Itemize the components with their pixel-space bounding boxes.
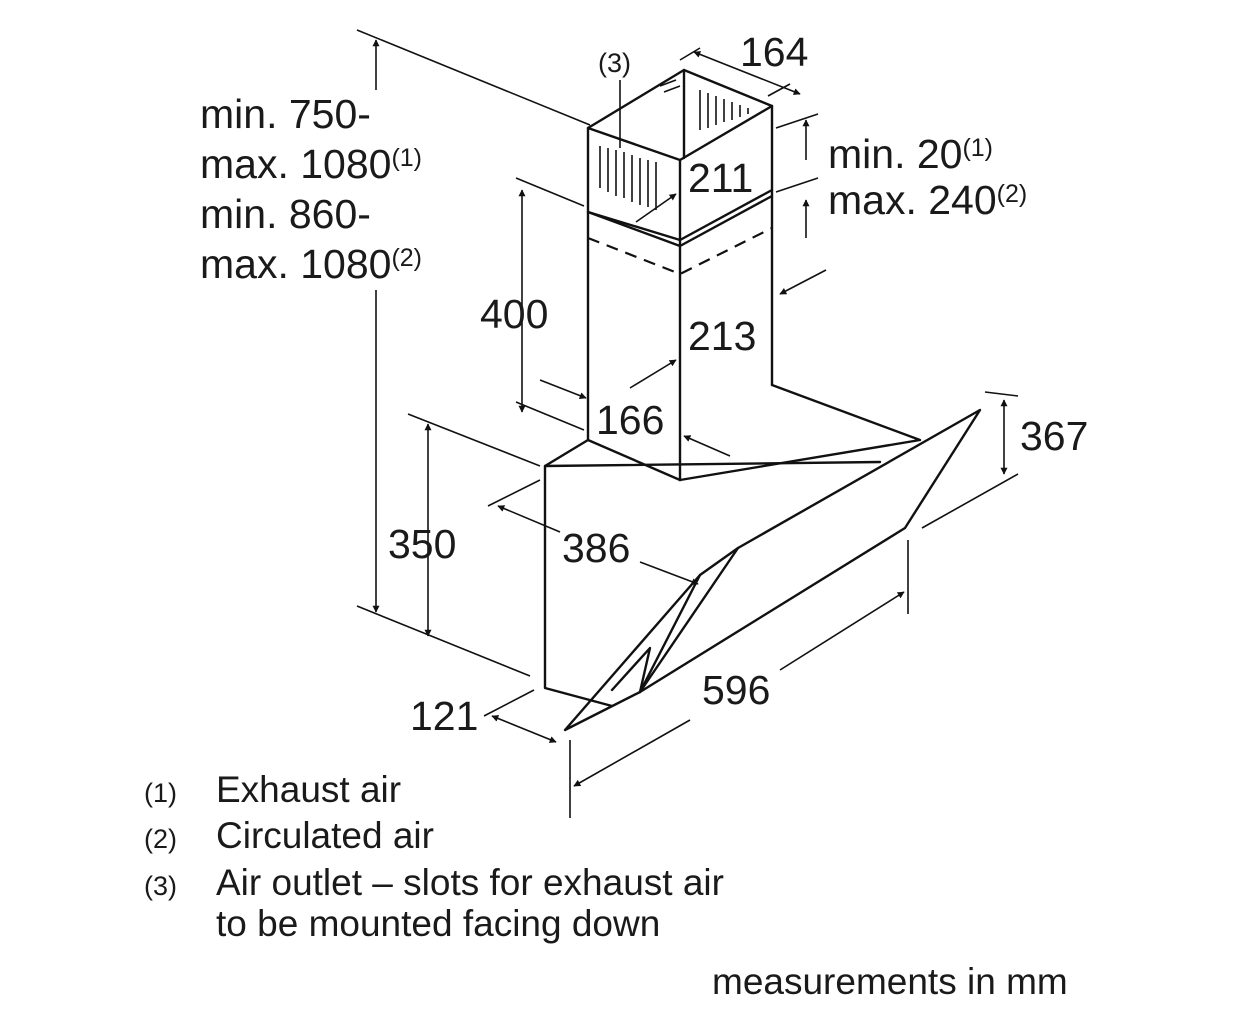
- units-note: measurements in mm: [712, 961, 1068, 1002]
- legend-text-3-line2: to be mounted facing down: [216, 903, 660, 944]
- dimension-lines: [356, 29, 1019, 818]
- hood-outline: [543, 68, 982, 732]
- dim-596: 596: [702, 667, 770, 713]
- dim-367: 367: [1020, 413, 1088, 459]
- svg-text:min. 20(1): min. 20(1): [828, 131, 993, 177]
- legend: (1) Exhaust air (2) Circulated air (3) A…: [144, 769, 724, 944]
- dim-121: 121: [410, 693, 478, 739]
- callout-3: (3): [598, 48, 631, 78]
- chimney-gap-label: min. 20(1) max. 240(2): [828, 131, 1027, 223]
- dim-400: 400: [480, 291, 548, 337]
- legend-text-2: Circulated air: [216, 815, 434, 856]
- dim-166: 166: [596, 397, 664, 443]
- air-outlet-slots: [599, 79, 749, 210]
- svg-text:min. 860-: min. 860-: [200, 191, 371, 237]
- legend-marker-3: (3): [144, 871, 177, 901]
- legend-marker-2: (2): [144, 824, 177, 854]
- svg-text:max. 1080(1): max. 1080(1): [200, 141, 422, 187]
- legend-marker-1: (1): [144, 778, 177, 808]
- svg-text:min. 750-: min. 750-: [200, 91, 371, 137]
- legend-text-3: Air outlet – slots for exhaust air: [216, 862, 724, 903]
- dim-213: 213: [688, 313, 756, 359]
- legend-text-1: Exhaust air: [216, 769, 401, 810]
- height-range-label: min. 750- max. 1080(1) min. 860- max. 10…: [200, 91, 422, 287]
- dim-211: 211: [688, 155, 753, 201]
- dim-350: 350: [388, 521, 456, 567]
- svg-text:max. 240(2): max. 240(2): [828, 177, 1027, 223]
- svg-text:max. 1080(2): max. 1080(2): [200, 241, 422, 287]
- dim-164: 164: [740, 29, 808, 75]
- dim-386: 386: [562, 525, 630, 571]
